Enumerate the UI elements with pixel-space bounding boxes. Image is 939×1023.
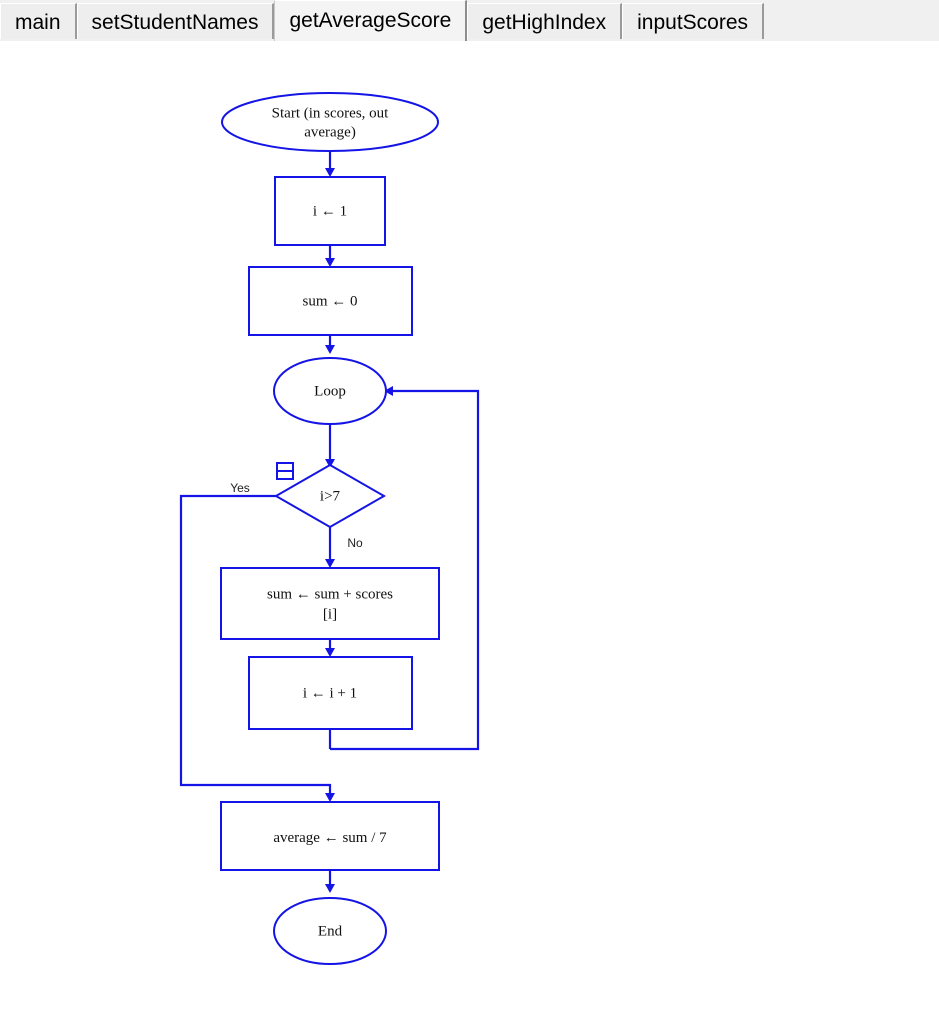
node-init-sum[interactable]: sum ← 0 bbox=[248, 266, 413, 336]
loop-oval-shape bbox=[273, 357, 387, 425]
arrowhead-loop bbox=[325, 345, 335, 354]
node-increment[interactable]: i ← i + 1 bbox=[248, 656, 413, 730]
tab-strip-underline bbox=[0, 39, 939, 41]
accumulate-label-line2: [i] bbox=[323, 606, 337, 622]
start-oval-shape bbox=[221, 92, 439, 152]
init-i-label: i ← 1 bbox=[313, 203, 347, 219]
node-start[interactable]: Start (in scores, out average) bbox=[221, 92, 439, 152]
accumulate-rect-shape bbox=[220, 567, 440, 640]
init-i-rect-shape bbox=[274, 176, 386, 246]
decision-diamond-shape bbox=[273, 463, 387, 529]
node-loop[interactable]: Loop bbox=[273, 357, 387, 425]
collapse-box-icon[interactable] bbox=[276, 462, 294, 480]
average-label-main: average ← sum bbox=[273, 830, 367, 846]
branch-label-no: No bbox=[347, 536, 363, 550]
average-label-divisor: / 7 bbox=[367, 830, 387, 846]
arrowhead-init-sum bbox=[325, 258, 335, 267]
tab-strip: main setStudentNames getAverageScore get… bbox=[0, 0, 939, 41]
flowchart-svg: Start (in scores, out average) i ← 1 sum… bbox=[179, 92, 480, 965]
loop-label: Loop bbox=[314, 383, 346, 399]
connector-loopback-rail bbox=[330, 389, 480, 751]
start-label-line2: average) bbox=[304, 124, 356, 140]
end-oval-shape bbox=[273, 897, 387, 965]
arrowhead-increment bbox=[325, 648, 335, 657]
flowchart-canvas[interactable]: Start (in scores, out average) i ← 1 sum… bbox=[0, 41, 939, 1023]
init-sum-label: sum ← 0 bbox=[302, 293, 357, 309]
arrowhead-accumulate bbox=[325, 559, 335, 568]
tab-gethighindex[interactable]: getHighIndex bbox=[467, 3, 623, 41]
tab-setstudentnames-label: setStudentNames bbox=[91, 11, 259, 34]
arrowhead-loopback-into-loop bbox=[384, 386, 393, 396]
start-label-line1: Start (in scores, out bbox=[272, 105, 389, 121]
init-sum-rect-shape bbox=[248, 266, 413, 336]
tab-getaveragescore[interactable]: getAverageScore bbox=[274, 0, 468, 41]
tab-main[interactable]: main bbox=[0, 3, 77, 41]
node-init-i[interactable]: i ← 1 bbox=[274, 176, 386, 246]
tab-inputscores-label: inputScores bbox=[637, 11, 749, 34]
node-decision[interactable]: i>7 bbox=[273, 463, 387, 529]
accumulate-label-line1: sum ← sum + scores bbox=[267, 586, 393, 602]
arrowhead-decision bbox=[325, 459, 335, 468]
node-average[interactable]: average ← sum / 7 bbox=[220, 801, 440, 871]
arrowhead-init-i bbox=[325, 168, 335, 177]
tab-main-label: main bbox=[15, 11, 61, 34]
arrowhead-average bbox=[325, 793, 335, 802]
increment-label: i ← i + 1 bbox=[303, 685, 357, 701]
node-end[interactable]: End bbox=[273, 897, 387, 965]
average-label: average ← sum / 7 bbox=[273, 830, 387, 846]
tab-inputscores[interactable]: inputScores bbox=[622, 3, 765, 41]
decision-label: i>7 bbox=[320, 488, 341, 504]
average-rect-shape bbox=[220, 801, 440, 871]
increment-rect-shape bbox=[248, 656, 413, 730]
tab-gethighindex-label: getHighIndex bbox=[482, 11, 607, 34]
arrowhead-end bbox=[325, 884, 335, 893]
tab-getaveragescore-label: getAverageScore bbox=[289, 9, 452, 32]
branch-label-yes: Yes bbox=[230, 481, 250, 495]
tab-setstudentnames[interactable]: setStudentNames bbox=[76, 3, 275, 41]
node-accumulate[interactable]: sum ← sum + scores [i] bbox=[220, 567, 440, 640]
connector-yes-to-average bbox=[179, 494, 332, 800]
end-label: End bbox=[318, 923, 343, 939]
